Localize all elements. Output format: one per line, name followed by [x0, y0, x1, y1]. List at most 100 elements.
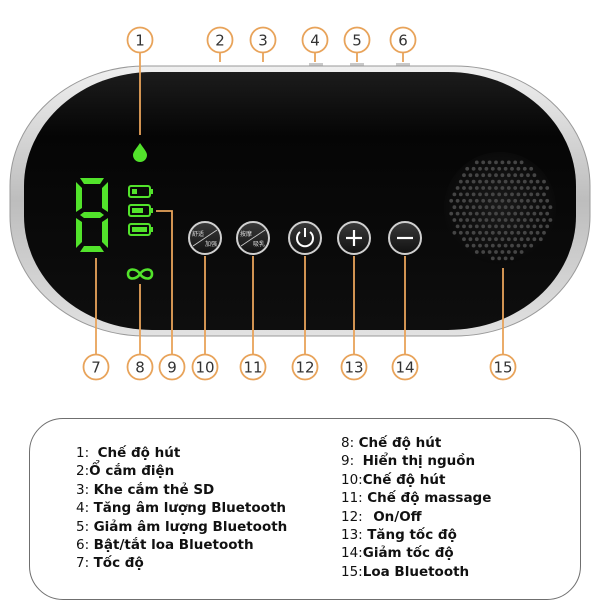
grille-hole	[487, 211, 492, 216]
svg-text:2: 2	[215, 32, 225, 50]
grille-hole	[503, 205, 508, 210]
legend-item-number: 10:	[341, 471, 363, 488]
callout-1: 1	[126, 26, 154, 54]
callout-markers: 1 2 3 4 5 6 7 8 9 10 11 12 13 14 15	[82, 26, 517, 381]
callout-10: 10	[191, 353, 219, 381]
grille-hole	[484, 230, 489, 235]
grille-hole	[462, 173, 466, 178]
grille-hole	[503, 192, 508, 197]
grille-hole	[468, 173, 473, 178]
device-body	[9, 65, 591, 337]
grille-hole	[532, 224, 537, 229]
grille-hole	[526, 186, 530, 190]
grille-hole	[522, 192, 527, 197]
grille-hole	[506, 160, 511, 165]
grille-hole	[494, 224, 498, 229]
grille-hole	[471, 218, 476, 222]
grille-hole	[535, 205, 540, 210]
power-button[interactable]	[288, 221, 322, 255]
legend-item-number: 11:	[341, 490, 363, 507]
grille-hole	[458, 230, 463, 235]
plus-icon	[346, 230, 362, 246]
legend-item-text: Chế độ hút	[97, 445, 181, 461]
grille-hole	[545, 224, 550, 229]
grille-hole	[538, 198, 543, 203]
svg-text:6: 6	[398, 32, 408, 50]
grille-hole	[490, 166, 495, 171]
grille-hole	[510, 243, 514, 248]
grille-hole	[532, 211, 537, 216]
grille-hole	[542, 205, 546, 210]
suction-mode-button[interactable]: 舒适 加强	[188, 221, 222, 255]
grille-hole	[487, 160, 492, 165]
grille-hole	[545, 186, 550, 190]
grille-hole	[462, 237, 466, 242]
legend-item-text: Loa Bluetooth	[362, 563, 470, 580]
callout-2: 2	[206, 26, 234, 54]
grille-hole	[458, 218, 463, 222]
legend-item-text: Tốc độ	[93, 555, 144, 572]
grille-hole	[542, 192, 546, 197]
svg-text:12: 12	[295, 359, 314, 377]
svg-text:7: 7	[91, 359, 101, 377]
grille-hole	[490, 256, 495, 261]
grille-hole	[522, 243, 527, 248]
grille-hole	[484, 205, 489, 210]
grille-hole	[535, 192, 540, 197]
grille-hole	[506, 186, 511, 190]
legend-item-number: 15:	[341, 563, 363, 580]
grille-hole	[535, 218, 540, 222]
callout-3: 3	[249, 26, 277, 54]
grille-hole	[462, 211, 466, 216]
grille-hole	[522, 218, 527, 222]
battery-indicator-icons	[128, 185, 153, 236]
grille-hole	[462, 186, 466, 190]
legend-item-number: 1:	[76, 445, 90, 461]
grille-hole	[516, 205, 521, 210]
svg-text:9: 9	[167, 359, 177, 377]
legend-item-number: 9:	[341, 453, 355, 470]
grille-hole	[481, 160, 486, 165]
legend-item-text: Tăng tốc độ	[367, 526, 457, 543]
callout-5: 5	[343, 26, 371, 54]
grille-hole	[465, 218, 470, 222]
svg-text:8: 8	[135, 359, 145, 377]
legend-item-text: Khe cắm thẻ SD	[93, 481, 215, 498]
legend-item: 14:Giảm tốc độ	[341, 544, 491, 562]
callout-4: 4	[301, 26, 329, 54]
legend-item-text: Tăng âm lượng Bluetooth	[93, 500, 287, 517]
callout-12: 12	[291, 353, 319, 381]
grille-hole	[516, 230, 521, 235]
grille-hole	[494, 237, 498, 242]
grille-hole	[526, 173, 530, 178]
increase-speed-button[interactable]	[337, 221, 371, 255]
grille-hole	[449, 211, 454, 216]
grille-hole	[497, 192, 502, 197]
decrease-speed-button[interactable]	[388, 221, 422, 255]
legend-item-number: 4:	[76, 500, 90, 517]
grille-hole	[474, 186, 479, 190]
grille-hole	[529, 230, 534, 235]
svg-text:1: 1	[135, 32, 145, 50]
grille-hole	[519, 224, 524, 229]
massage-mode-button[interactable]: 按摩 吸乳	[236, 221, 270, 255]
grille-hole	[478, 243, 482, 248]
grille-hole	[465, 230, 470, 235]
grille-hole	[500, 224, 505, 229]
grille-hole	[529, 218, 534, 222]
grille-hole	[478, 179, 482, 184]
grille-hole	[471, 166, 476, 171]
legend-item-text: On/Off	[373, 508, 422, 525]
grille-hole	[522, 230, 527, 235]
legend-item: 13: Tăng tốc độ	[341, 526, 491, 544]
grille-hole	[474, 224, 479, 229]
legend-box: 1: Chế độ hút 2:Ổ cắm điện 3: Khe cắm th…	[29, 418, 581, 600]
grille-hole	[465, 166, 470, 171]
grille-hole	[474, 160, 479, 165]
grille-hole	[465, 179, 470, 184]
grille-hole	[474, 237, 479, 242]
grille-hole	[526, 237, 530, 242]
svg-text:15: 15	[493, 359, 512, 377]
grille-hole	[484, 179, 489, 184]
